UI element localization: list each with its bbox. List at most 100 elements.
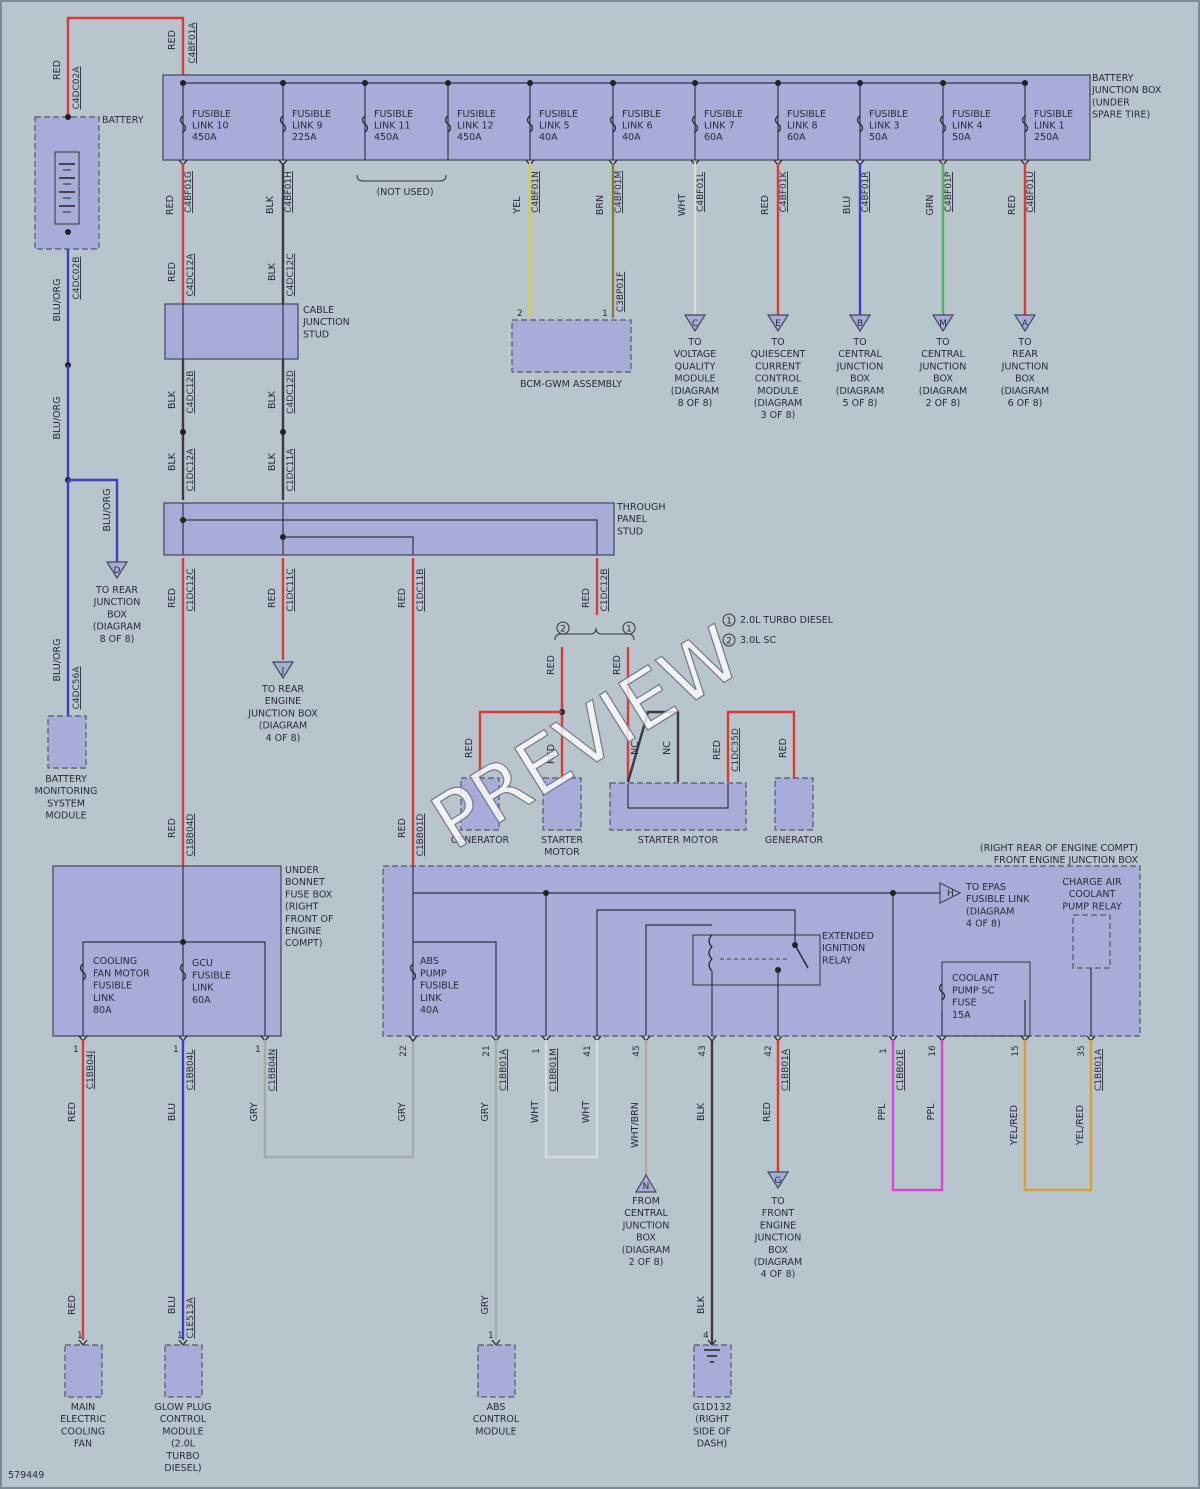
destination-label: VOLTAGE — [674, 349, 717, 360]
fusible-link-label: LINK 8 — [787, 121, 818, 132]
bjb-bus-dot — [280, 80, 286, 86]
coolant-fuse-label: PUMP SC — [952, 985, 995, 996]
fusible-link-label: LINK 12 — [457, 121, 494, 132]
charge-relay-label: CHARGE AIR — [1062, 877, 1122, 888]
bjb-bus-dot — [1022, 80, 1028, 86]
destination-label: (DIAGRAM — [919, 386, 967, 397]
pin-num: 1 — [879, 1048, 889, 1054]
fusible-link-label: LINK 3 — [869, 121, 900, 132]
wire-color-red: RED — [67, 1295, 78, 1315]
fusible-link-label: FUSIBLE — [1034, 109, 1073, 120]
fuse-a-label: FUSIBLE — [93, 981, 132, 992]
wire-color-gry: GRY — [397, 1102, 408, 1121]
bms-label: SYSTEM — [47, 798, 85, 809]
bjb-out-conn: C4BF01H — [284, 171, 294, 213]
bottom-module-label: G1D132 — [693, 1402, 732, 1413]
wire-color-yelred: YEL/RED — [1009, 1105, 1020, 1146]
fusible-link-icon — [939, 115, 947, 133]
bjb-title: JUNCTION BOX — [1091, 85, 1162, 96]
legend-2-icon — [722, 633, 736, 647]
fusible-link-label: LINK 6 — [622, 121, 653, 132]
fuse-a-label: LINK — [93, 993, 115, 1004]
destination-label: MODULE — [757, 386, 798, 397]
destination-label: (DIAGRAM — [1001, 386, 1049, 397]
wire-color-red: RED — [762, 1102, 773, 1122]
ubfb-out-conn: C1BB04L — [186, 1050, 196, 1091]
bottom-module-box — [64, 1344, 103, 1398]
destination-label: (DIAGRAM — [671, 386, 719, 397]
bjb-title: SPARE TIRE) — [1092, 110, 1150, 121]
abs-fuse-label: LINK — [420, 993, 442, 1004]
destination-label: 6 OF 8) — [1008, 398, 1043, 409]
destination-label: JUNCTION — [836, 361, 884, 372]
ubfb-out-conn: C1BB04J — [86, 1051, 96, 1089]
destination-label: BOX — [850, 374, 870, 385]
bjb-out-conn: C4BF01G — [184, 171, 194, 213]
destination-label: REAR — [1012, 349, 1038, 360]
pin-num: 1 — [255, 1045, 261, 1055]
starter-motor-2-box — [609, 782, 747, 831]
abs-fuse-label: PUMP — [420, 968, 447, 979]
internal-line — [413, 941, 497, 1036]
charge-relay-label: PUMP RELAY — [1062, 901, 1122, 912]
conn: C1DC11C — [286, 569, 296, 612]
bcm-conn: C3BP01F — [616, 272, 626, 312]
pin-num: 16 — [928, 1045, 938, 1057]
cable-stud-conn: C4DC12A — [186, 253, 196, 297]
pin-num: 1 — [488, 1331, 494, 1341]
abs-fuse-label: ABS — [420, 956, 439, 967]
fusible-link-icon — [774, 115, 782, 133]
conn: C1DC12A — [186, 448, 196, 492]
not-used-label: (NOT USED) — [376, 187, 433, 198]
bottom-module-label: FAN — [74, 1439, 92, 1450]
generator-left-wire — [478, 710, 562, 778]
fejb-out-conn: C1BB01A — [499, 1048, 509, 1091]
inline-connector-dot — [180, 429, 186, 435]
bjb-out-conn: C4BF01U — [1026, 171, 1036, 212]
wire-color-label: WHT — [677, 194, 688, 217]
front-engine-junction-box — [382, 865, 1141, 1037]
from-cjb-arrow-icon — [634, 1173, 658, 1193]
fusible-link-icon — [361, 115, 369, 133]
fejb-out-conn: C1BB01A — [781, 1048, 791, 1091]
from-cjb-letter: N — [643, 1182, 650, 1192]
glow-plug-conn: C1E513A — [186, 1297, 196, 1339]
to-rear-jb-d-arrow-icon-letter: D — [114, 566, 121, 576]
conn: C4DC12D — [286, 370, 296, 414]
internal-line — [82, 941, 183, 1036]
fusible-link-icon — [279, 115, 287, 133]
destination-label: (DIAGRAM — [836, 386, 884, 397]
starter-nc-wire — [626, 710, 680, 783]
fusible-link-label: 450A — [192, 132, 217, 143]
wire-color-red: RED — [167, 30, 178, 50]
bottom-module-label: ABS — [487, 1402, 506, 1413]
destination-label: BOX — [1015, 374, 1035, 385]
cable-junction-stud — [164, 303, 299, 360]
destination-label: (DIAGRAM — [754, 398, 802, 409]
fusible-link-label: LINK 11 — [374, 121, 411, 132]
destination-arrow-icon — [931, 314, 955, 333]
fusible-link-label: FUSIBLE — [457, 109, 496, 120]
fusible-link-label: FUSIBLE — [292, 109, 331, 120]
fusible-link-icon — [1021, 115, 1029, 133]
coolant-fuse-frame — [941, 961, 1031, 1037]
bottom-module-label: TURBO — [165, 1451, 199, 1462]
destination-label: 3 OF 8) — [761, 410, 796, 421]
internal-line — [645, 924, 712, 1036]
rear-engine-jb-label: 4 OF 8) — [266, 733, 301, 744]
under-bonnet-fuse-box — [52, 865, 282, 1037]
battery-bottom-conn: C4DC02B — [72, 257, 82, 300]
from-cjb-label: BOX — [636, 1233, 656, 1244]
wire-color-blk: BLK — [696, 1102, 707, 1121]
to-fejb-label: ENGINE — [760, 1220, 796, 1231]
bottom-module-label: GLOW PLUG — [154, 1402, 211, 1413]
conn: C1DC35D — [731, 728, 741, 772]
ubfb-title: FUSE BOX — [285, 889, 333, 900]
pin-num: 15 — [1011, 1045, 1021, 1056]
wire-color-blk: BLK — [267, 262, 278, 281]
bjb-title: (UNDER — [1092, 97, 1130, 108]
bottom-module-label: CONTROL — [160, 1414, 207, 1425]
from-cjb-label: JUNCTION — [622, 1220, 670, 1231]
wire-color-bluorg: BLU/ORG — [52, 397, 63, 440]
fusible-link-label: 40A — [539, 132, 558, 143]
